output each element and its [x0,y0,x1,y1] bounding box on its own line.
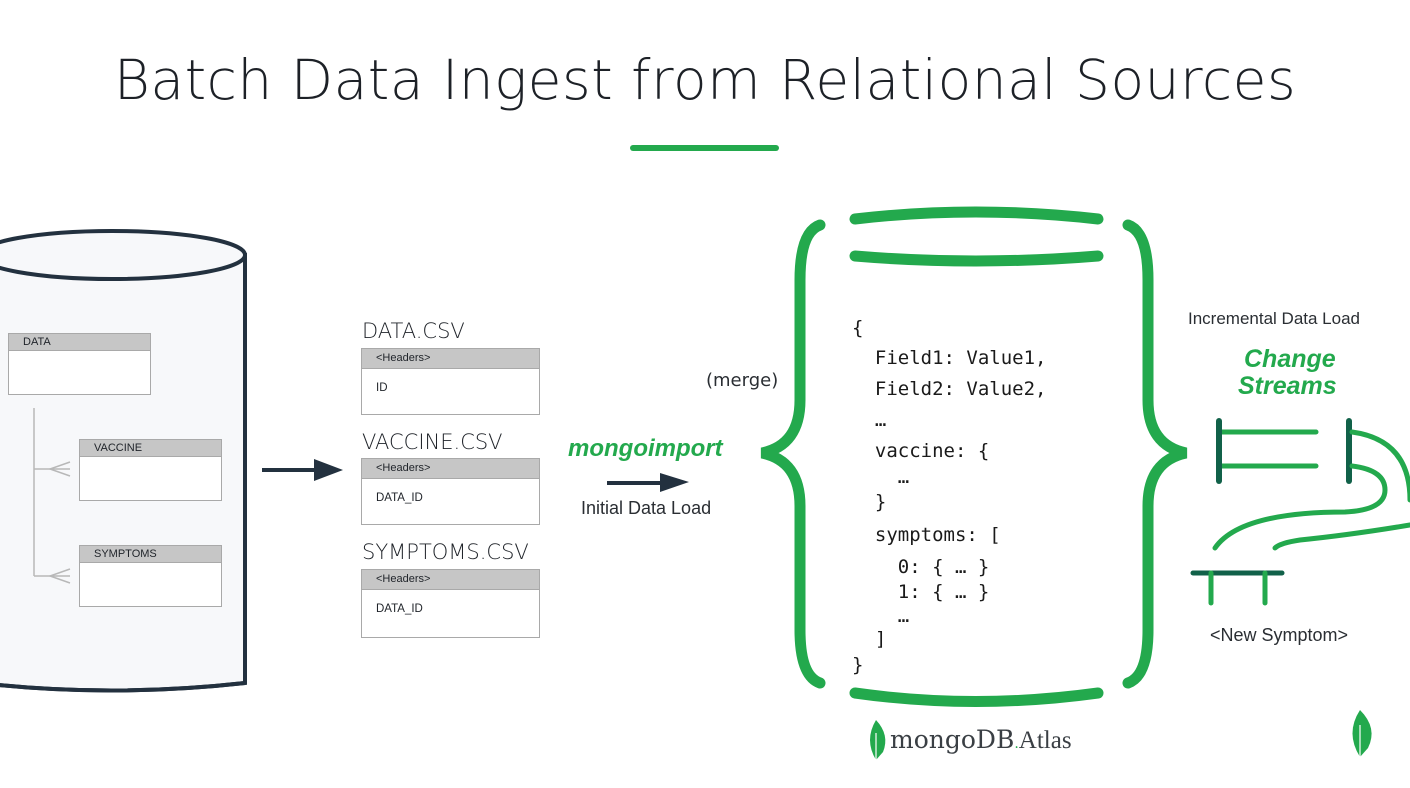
mongodb-atlas-logo: mongoDB.Atlas [890,725,1072,755]
csv-file-name: VACCINE.CSV [362,430,503,454]
mongodb-corner-leaf-icon [1352,710,1372,760]
csv-field: ID [376,382,388,394]
merge-label: (merge) [706,370,779,391]
code-line: vaccine: { [852,440,990,462]
initial-load-label: Initial Data Load [581,498,712,518]
brand-dot: . [1014,736,1019,752]
title-underline [630,145,779,151]
table-vaccine: VACCINE [79,439,222,501]
code-line: 0: { … } [852,556,990,578]
code-line: … [852,605,910,627]
csv-header: <Headers> [362,570,539,590]
code-line: 1: { … } [852,581,990,603]
table-name: SYMPTOMS [80,546,221,563]
change-streams-title-line2: Streams [1238,372,1337,400]
csv-header: <Headers> [362,459,539,479]
change-streams-title-line1: Change [1244,345,1336,373]
code-line: ] [852,628,887,650]
csv-header: <Headers> [362,349,539,369]
mongodb-leaf-icon [870,720,886,764]
slide-title: Batch Data Ingest from Relational Source… [113,48,1297,112]
mongoimport-label: mongoimport [568,435,723,462]
table-symptoms: SYMPTOMS [79,545,222,607]
code-line: symptoms: [ [852,524,1001,546]
code-line: … [852,409,887,431]
csv-file-name: SYMPTOMS.CSV [362,540,529,564]
code-line: Field1: Value1, [852,347,1047,369]
document-code: { Field1: Value1, Field2: Value2, … vacc… [852,282,1046,711]
atlas-document-cylinder [760,206,1188,707]
csv-field: DATA_ID [376,603,423,615]
csv-file-data: <Headers> ID [361,348,540,415]
csv-file-symptoms: <Headers> DATA_ID [361,569,540,638]
code-line: } [852,654,864,676]
code-line: … [852,465,910,488]
import-arrow [607,473,689,492]
csv-file-name: DATA.CSV [362,319,465,343]
relation-connectors [33,408,71,584]
csv-field: DATA_ID [376,492,423,504]
csv-file-vaccine: <Headers> DATA_ID [361,458,540,525]
code-line: } [852,490,887,513]
code-line: { [852,316,864,339]
incremental-load-label: Incremental Data Load [1188,309,1360,328]
table-name: DATA [9,334,150,351]
table-name: VACCINE [80,440,221,457]
new-symptom-label: <New Symptom> [1210,625,1349,645]
code-line: Field2: Value2, [852,377,1047,400]
table-data: DATA [8,333,151,395]
brand-name: mongoDB [890,725,1015,754]
brand-product: Atlas [1018,727,1072,754]
export-arrow [262,459,343,481]
change-streams-illustration [1190,418,1410,606]
